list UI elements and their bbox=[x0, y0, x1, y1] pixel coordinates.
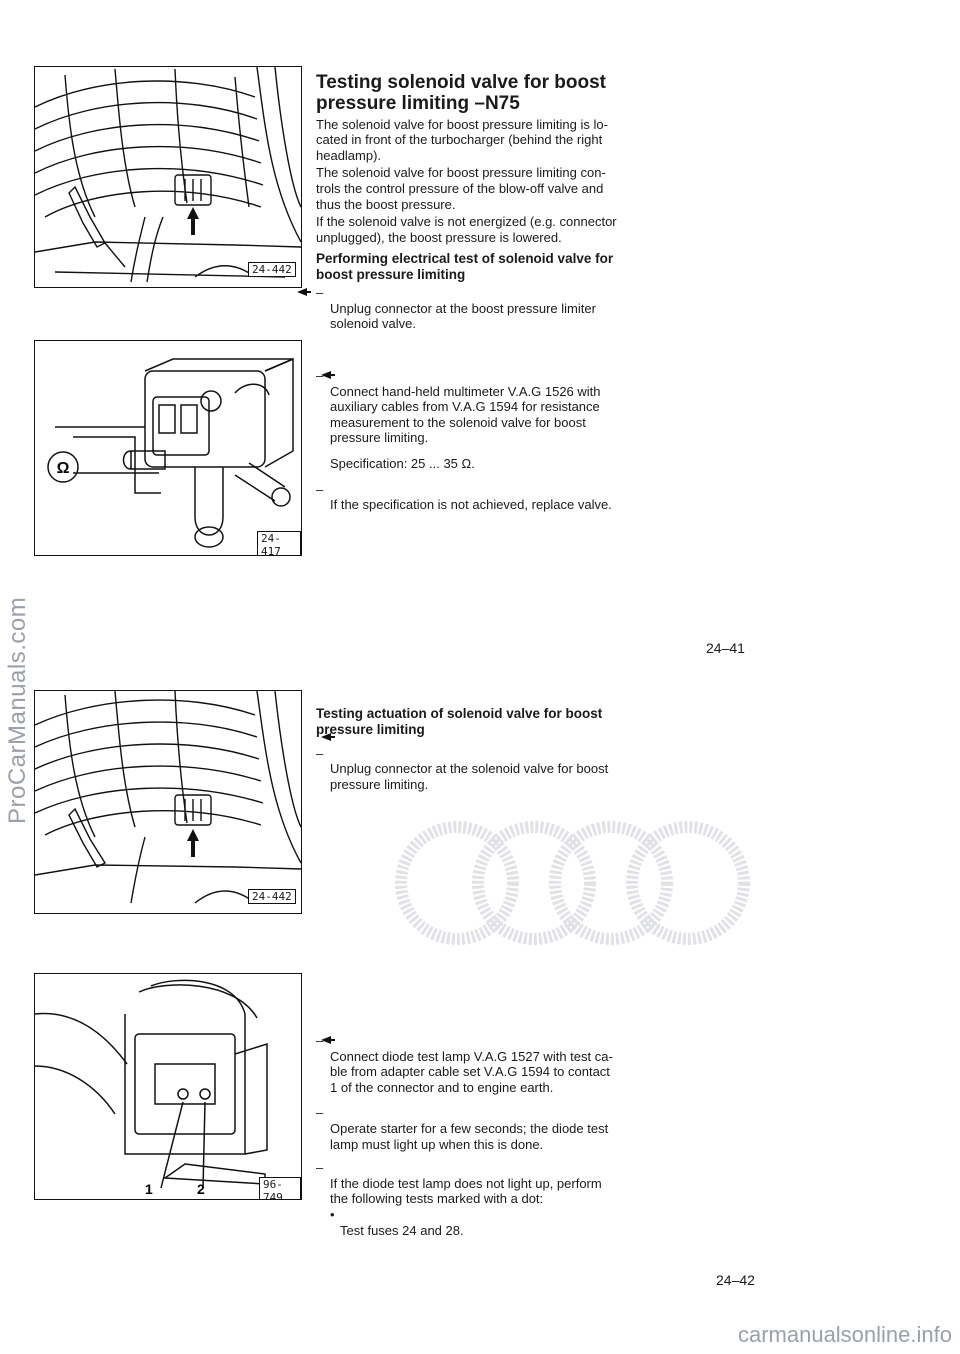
intro-paragraph-2: The solenoid valve for boost pressure li… bbox=[316, 165, 606, 212]
section-2-text: Testing actuation of solenoid valve for … bbox=[316, 706, 656, 793]
step-connect-diode-lamp: –Connect diode test lamp V.A.G 1527 with… bbox=[316, 1033, 613, 1095]
figure-engine-bay-bottom: 24-442 bbox=[34, 690, 302, 914]
step-connect-multimeter: –Connect hand-held multimeter V.A.G 1526… bbox=[316, 368, 601, 446]
step-operate-starter: –Operate starter for a few seconds; the … bbox=[316, 1105, 609, 1152]
section-2-title: Testing actuation of solenoid valve for … bbox=[316, 706, 603, 737]
pointer-arrow-icon bbox=[297, 288, 311, 296]
pointer-arrow-icon bbox=[321, 1036, 335, 1044]
section-1-text: Testing solenoid valve for boost pressur… bbox=[316, 72, 656, 332]
figure-number: 24-442 bbox=[248, 889, 296, 904]
specification-text: Specification: 25 ... 35 Ω. bbox=[330, 455, 475, 471]
step-unplug-connector: –Unplug connector at the boost pressure … bbox=[316, 285, 596, 332]
page-number-24-41: 24–41 bbox=[706, 640, 745, 656]
ohm-symbol: Ω bbox=[57, 460, 70, 477]
engine-bay-illustration bbox=[35, 67, 301, 283]
callout-1: 1 bbox=[145, 1181, 153, 1197]
page-number-24-42: 24–42 bbox=[716, 1272, 755, 1288]
step-replace-valve: –If the specification is not achieved, r… bbox=[316, 481, 612, 513]
intro-paragraph-3: If the solenoid valve is not energized (… bbox=[316, 214, 617, 245]
footer-watermark: carmanualsonline.info bbox=[737, 1322, 952, 1347]
figure-solenoid-valve: Ω 24-417 bbox=[34, 340, 302, 556]
brand-rings-watermark bbox=[395, 821, 750, 945]
figure-connector-contacts: 1 2 96-749 bbox=[34, 973, 302, 1200]
engine-bay-illustration bbox=[35, 691, 301, 904]
section-1-title: Testing solenoid valve for boost pressur… bbox=[316, 72, 606, 115]
figure-engine-bay-top: 24-442 bbox=[34, 66, 302, 288]
step-lamp-not-lit: –If the diode test lamp does not light u… bbox=[316, 1160, 602, 1207]
sidebar-watermark: ProCarManuals.com bbox=[4, 596, 31, 824]
intro-paragraph-1: The solenoid valve for boost pressure li… bbox=[316, 116, 608, 163]
figure-number: 24-417 bbox=[257, 531, 301, 555]
section-1-steps: –Connect hand-held multimeter V.A.G 1526… bbox=[316, 368, 656, 513]
subheading-electrical-test: Performing electrical test of solenoid v… bbox=[316, 251, 614, 283]
solenoid-valve-illustration: Ω bbox=[47, 357, 294, 548]
bullet-test-fuses: •Test fuses 24 and 28. bbox=[330, 1206, 464, 1238]
section-2-steps: –Connect diode test lamp V.A.G 1527 with… bbox=[316, 1033, 664, 1238]
callout-2: 2 bbox=[197, 1181, 205, 1197]
pointer-arrow-icon bbox=[321, 733, 335, 741]
figure-number: 24-442 bbox=[248, 262, 296, 277]
pointer-arrow-icon bbox=[321, 371, 335, 379]
figure-number: 96-749 bbox=[259, 1177, 301, 1199]
step-unplug-solenoid-connector: –Unplug connector at the solenoid valve … bbox=[316, 745, 609, 793]
connector-illustration: 1 2 bbox=[35, 979, 268, 1197]
